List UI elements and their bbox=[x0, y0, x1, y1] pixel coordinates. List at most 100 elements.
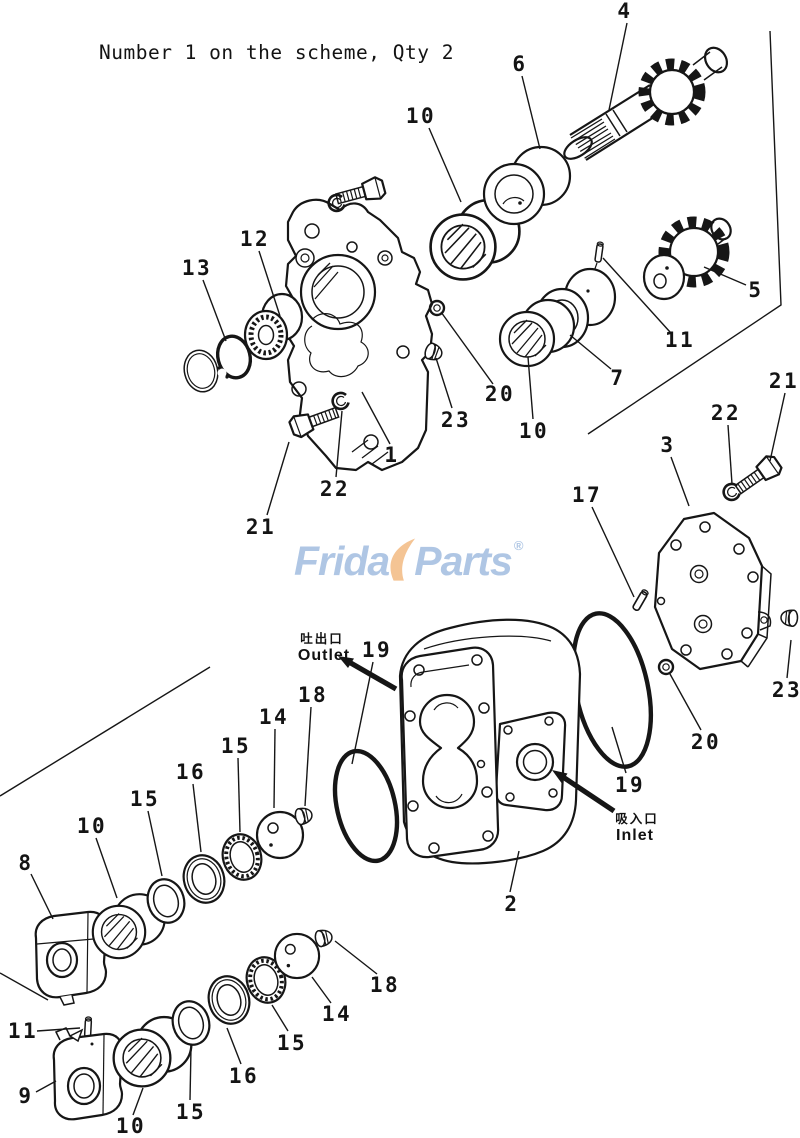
bolt-21b-drawing bbox=[730, 451, 785, 500]
leader-line-4 bbox=[608, 22, 628, 111]
outlet-label-en: Outlet bbox=[298, 647, 350, 664]
bushing-6-drawing bbox=[482, 145, 572, 226]
oring-19a-drawing bbox=[332, 748, 400, 864]
bearing-12-drawing bbox=[243, 292, 304, 361]
plug-23b-drawing bbox=[779, 608, 799, 628]
callout-21: 21 bbox=[769, 369, 799, 393]
leader-line-11 bbox=[602, 257, 671, 333]
callout-8: 8 bbox=[18, 851, 33, 875]
callout-15: 15 bbox=[130, 787, 160, 811]
watermark-text-suffix: Parts bbox=[414, 538, 513, 584]
leader-line-15 bbox=[147, 810, 163, 877]
callout-10: 10 bbox=[77, 814, 107, 838]
leader-line-23 bbox=[435, 357, 453, 409]
callout-17: 17 bbox=[572, 483, 602, 507]
leader-line-15 bbox=[271, 1004, 289, 1032]
leader-line-20 bbox=[669, 673, 702, 731]
callout-12: 12 bbox=[240, 227, 270, 251]
callout-10: 10 bbox=[116, 1114, 146, 1138]
callout-23: 23 bbox=[441, 408, 471, 432]
callout-13: 13 bbox=[182, 256, 212, 280]
inlet-arrow-icon bbox=[552, 770, 616, 814]
inlet-label-jp: 吸入口 bbox=[615, 812, 659, 826]
collar-9-drawing bbox=[52, 1027, 124, 1121]
leader-line-19 bbox=[611, 726, 627, 774]
cover-plate-3-drawing bbox=[653, 511, 772, 671]
leader-line-1 bbox=[361, 391, 391, 445]
leader-line-2 bbox=[509, 850, 520, 893]
snap-ring-drawing bbox=[215, 334, 253, 380]
leader-line-10 bbox=[95, 837, 118, 899]
drive-gear-shaft-4-drawing bbox=[563, 46, 729, 161]
callout-21: 21 bbox=[246, 515, 276, 539]
callout-23: 23 bbox=[772, 678, 800, 702]
outlet-arrow-icon bbox=[338, 656, 398, 692]
leader-line-10 bbox=[132, 1087, 144, 1116]
callout-9: 9 bbox=[18, 1084, 33, 1108]
callout-15: 15 bbox=[277, 1031, 307, 1055]
pin-17-drawing bbox=[631, 588, 650, 613]
leader-line-9 bbox=[35, 1080, 57, 1093]
callout-10: 10 bbox=[406, 104, 436, 128]
leader-line-10 bbox=[428, 127, 462, 203]
watermark-registered-mark: ® bbox=[513, 538, 524, 553]
callout-15: 15 bbox=[221, 734, 251, 758]
callout-19: 19 bbox=[362, 638, 392, 662]
leader-line-18 bbox=[334, 940, 378, 975]
leader-line-23 bbox=[786, 639, 792, 679]
leader-line-20 bbox=[440, 311, 494, 385]
leader-line-16 bbox=[226, 1027, 242, 1065]
leader-line-5 bbox=[703, 266, 747, 286]
frame-lines bbox=[0, 30, 782, 1001]
oring-20b-drawing bbox=[657, 658, 675, 676]
leader-line-14 bbox=[311, 976, 332, 1004]
pump-housing-2-drawing bbox=[398, 618, 582, 865]
callout-22: 22 bbox=[320, 477, 350, 501]
callout-20: 20 bbox=[485, 382, 515, 406]
callout-16: 16 bbox=[176, 760, 206, 784]
callout-20: 20 bbox=[691, 730, 721, 754]
inlet-label-en: Inlet bbox=[616, 827, 654, 844]
callout-10: 10 bbox=[519, 419, 549, 443]
leader-line-13 bbox=[202, 279, 227, 342]
callout-4: 4 bbox=[617, 0, 632, 23]
leader-line-21 bbox=[769, 392, 786, 462]
callout-18: 18 bbox=[370, 973, 400, 997]
callout-15: 15 bbox=[176, 1100, 206, 1124]
callout-1: 1 bbox=[384, 443, 399, 467]
leader-line-15 bbox=[237, 757, 241, 833]
shim-13-drawing bbox=[183, 349, 219, 393]
callout-14: 14 bbox=[322, 1002, 352, 1026]
leader-line-8 bbox=[30, 873, 54, 920]
fridayparts-watermark: Frida Parts ® bbox=[294, 537, 523, 585]
leader-line-14 bbox=[273, 728, 276, 809]
callout-19: 19 bbox=[615, 773, 645, 797]
leader-line-17 bbox=[591, 506, 635, 598]
leader-line-3 bbox=[670, 456, 690, 507]
callout-2: 2 bbox=[504, 892, 519, 916]
leader-line-7 bbox=[569, 334, 612, 370]
leader-line-16 bbox=[192, 783, 202, 853]
callout-11: 11 bbox=[8, 1019, 38, 1043]
collar-8-drawing bbox=[34, 910, 108, 1006]
needle-bearing-10b-drawing bbox=[498, 298, 576, 368]
mounting-flange-drawing bbox=[282, 198, 434, 472]
page-title: Number 1 on the scheme, Qty 2 bbox=[99, 41, 454, 64]
outlet-label-jp: 吐出口 bbox=[300, 631, 344, 646]
callout-22: 22 bbox=[711, 401, 741, 425]
disc-14b-drawing bbox=[273, 932, 321, 980]
watermark-text-prefix: Frida bbox=[294, 538, 390, 584]
leader-line-10 bbox=[527, 356, 534, 420]
leader-line-6 bbox=[521, 75, 541, 150]
leader-line-19 bbox=[351, 661, 374, 765]
callout-3: 3 bbox=[660, 433, 675, 457]
leader-line-22 bbox=[335, 410, 343, 478]
callout-5: 5 bbox=[748, 278, 763, 302]
port-labels: 吐出口 Outlet 吸入口 Inlet bbox=[298, 631, 659, 844]
watermark-swoosh-icon bbox=[390, 538, 416, 581]
callout-11: 11 bbox=[665, 328, 695, 352]
callout-18: 18 bbox=[298, 683, 328, 707]
